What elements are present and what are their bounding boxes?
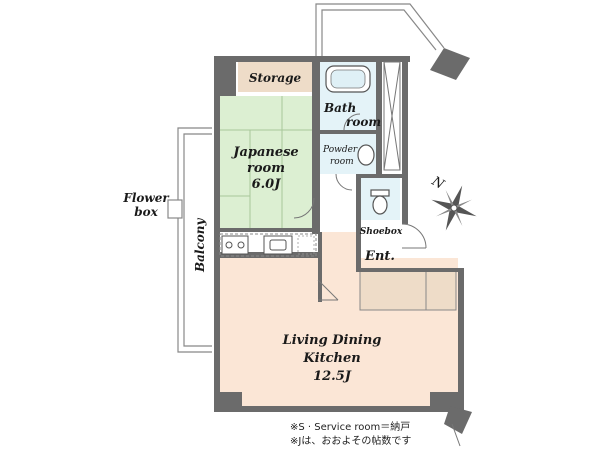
bath-label-line2: room	[346, 115, 381, 129]
note-line-2: ※Jは、おおよその帖数です	[290, 434, 411, 447]
walls	[214, 56, 464, 412]
ldk-label-line2: Kitchen	[302, 351, 360, 366]
bath-label-line1: Bath	[323, 101, 356, 115]
compass-north-label: N	[428, 173, 447, 192]
balcony-label: Balcony	[193, 217, 207, 273]
japanese-label-line1: Japanese	[230, 145, 298, 160]
doors	[293, 113, 427, 301]
powder-label-line1: Powder	[322, 145, 358, 155]
entry-sill	[451, 423, 461, 447]
ldk-label-line1: Living Dining	[282, 333, 382, 348]
sink-icon	[263, 235, 293, 255]
upper-pillar	[430, 48, 470, 80]
entrance-label: Ent.	[364, 249, 395, 264]
washbasin-icon	[357, 144, 375, 166]
flower-box	[167, 199, 183, 219]
compass-rose-icon	[431, 185, 477, 231]
balcony-railing	[177, 127, 212, 353]
ldk-size-label: 12.5J	[313, 369, 352, 384]
tatami-grid	[218, 96, 314, 228]
kitchen-counter	[219, 233, 317, 257]
fridge-space	[297, 235, 315, 255]
japanese-label-line2: room	[247, 161, 285, 176]
corner-pillar-bottom	[444, 406, 472, 434]
bathtub-inner-icon	[330, 69, 366, 89]
upper-balcony	[315, 3, 445, 58]
japanese-room-area	[218, 96, 314, 228]
storage-label: Storage	[249, 71, 302, 85]
flower-label-line1: Flower	[122, 191, 170, 205]
powder-label-line2: room	[330, 157, 354, 167]
flower-label-line2: box	[134, 205, 158, 219]
japanese-size-label: 6.0J	[252, 177, 282, 192]
toilet-icon	[370, 189, 390, 215]
storage-area	[238, 62, 312, 92]
shoebox-cabinet	[359, 269, 457, 311]
ldk-entry-floor	[318, 232, 358, 262]
note-line-1: ※S · Service room＝納戸	[290, 420, 410, 433]
windows	[215, 140, 420, 411]
shoebox-label: Shoebox	[360, 227, 403, 237]
linen-closet	[383, 61, 401, 171]
stove-icon	[221, 235, 249, 255]
